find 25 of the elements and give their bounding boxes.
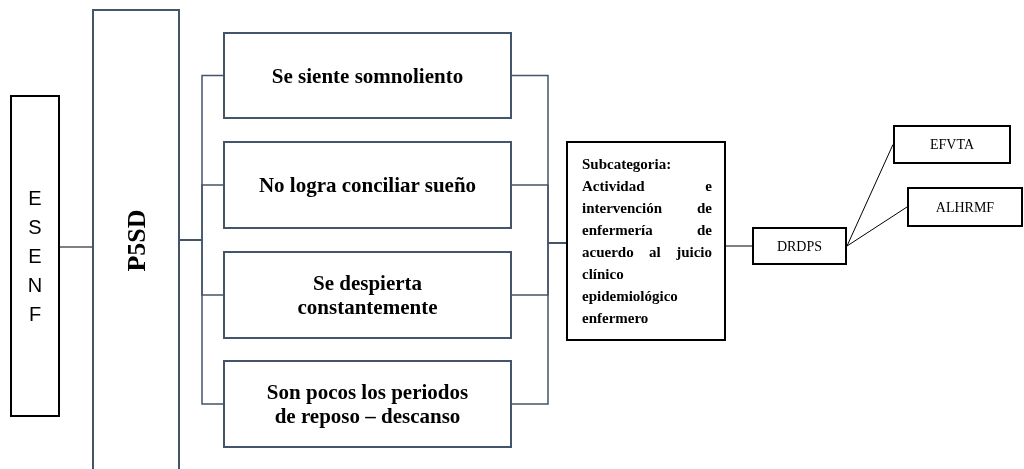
- vertical-label: ESENF: [26, 185, 44, 327]
- indicator-text: Se despierta constantemente: [296, 271, 439, 319]
- connector-line: [725, 245, 753, 247]
- rotated-label: P5SD: [120, 208, 152, 272]
- indicator-box: [223, 251, 512, 339]
- indicator-text: Se siente somnoliento: [271, 63, 464, 88]
- connector-line: [59, 246, 93, 248]
- indicator-text: Son pocos los periodos de reposo – descanso: [265, 380, 470, 428]
- code-box: [907, 187, 1023, 227]
- connector-line: [179, 239, 224, 405]
- code-label: DRDPS: [776, 237, 823, 256]
- indicator-box: [223, 32, 512, 119]
- category-box: [10, 95, 60, 417]
- code-box: [752, 227, 847, 265]
- indicator-box: [223, 141, 512, 229]
- code-label: ALHRMF: [935, 198, 995, 217]
- indicator-text: No logra conciliar sueño: [258, 173, 477, 197]
- code-label: EFVTA: [930, 136, 974, 154]
- connector-line: [846, 206, 908, 247]
- code-box: [893, 125, 1011, 164]
- category-column: [92, 9, 180, 469]
- subcategory-box: [566, 141, 726, 341]
- indicator-box: [223, 360, 512, 448]
- connector-line: [511, 242, 567, 405]
- subcategory-text: Subcategoria: Actividad e intervención de enfermería de acuerdo al juicio clínico epidemiológico enfermero: [582, 155, 712, 328]
